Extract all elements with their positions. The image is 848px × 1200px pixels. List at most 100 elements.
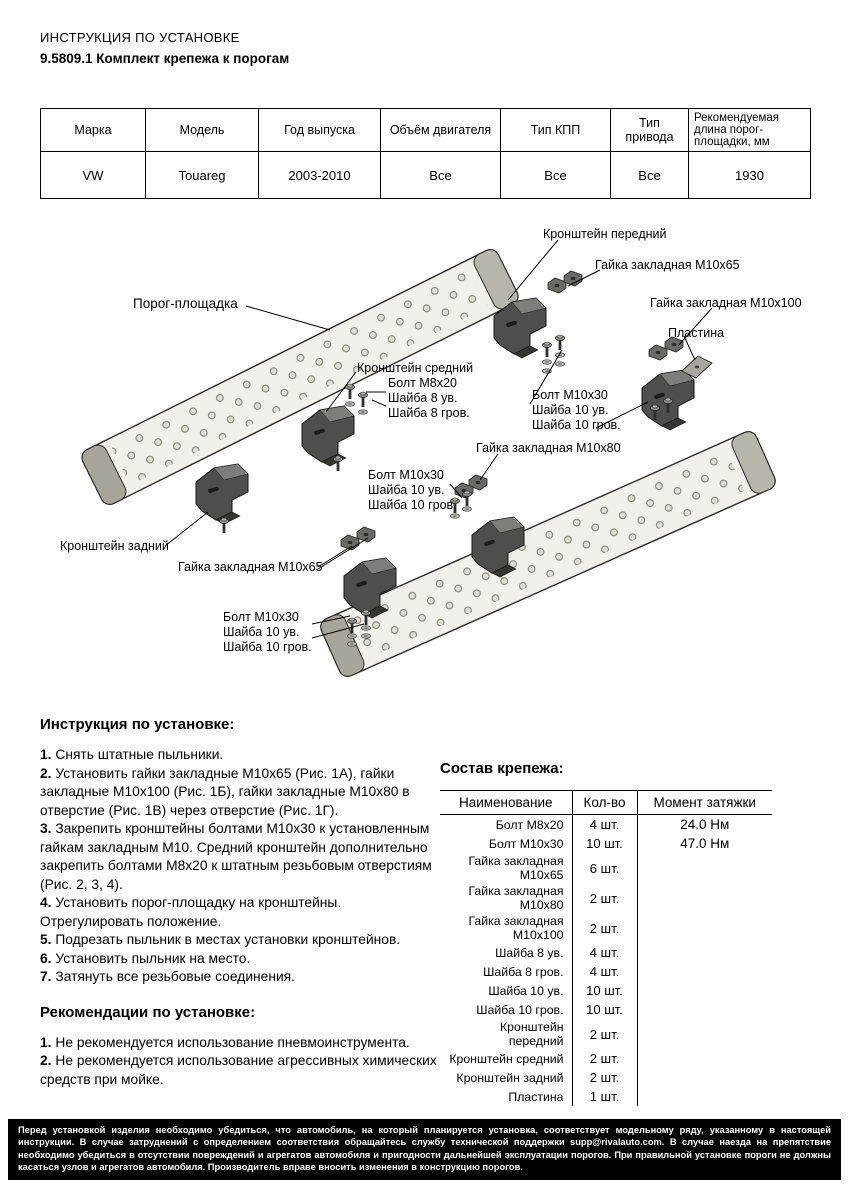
part-name: Шайба 10 ув. xyxy=(488,983,564,998)
spec-value-length: 1930 xyxy=(688,151,811,199)
label-clipnut-m10x65-front: Гайка закладная М10х65 xyxy=(595,258,740,272)
step-number: 6. xyxy=(40,950,52,966)
step-text: Затянуть все резьбовые соединения. xyxy=(55,969,295,984)
spec-value-drive: Все xyxy=(610,151,689,199)
label-plate: Пластина xyxy=(668,326,725,340)
washer-icon xyxy=(542,359,552,365)
bolt-icon xyxy=(542,341,552,358)
washer-icon xyxy=(361,633,371,639)
part-qty: 4 шт. xyxy=(571,943,637,962)
label-bracket-front: Кронштейн передний xyxy=(543,227,667,241)
part-torque xyxy=(636,1087,772,1106)
part-qty: 6 шт. xyxy=(571,853,637,883)
part-qty: 4 шт. xyxy=(571,962,637,981)
bolt-icon xyxy=(345,383,355,400)
spec-table: Марка Модель Год выпуска Объём двигателя… xyxy=(40,108,811,199)
part-name: Пластина xyxy=(508,1089,564,1104)
footer-note: Перед установкой изделия необходимо убед… xyxy=(8,1119,841,1180)
step-number: 1. xyxy=(40,1034,52,1050)
washer-icon xyxy=(345,401,355,407)
spec-header-row: Марка Модель Год выпуска Объём двигателя… xyxy=(40,108,811,152)
parts-table: Наименование Кол-во Момент затяжки Болт … xyxy=(440,790,772,1106)
part-qty: 10 шт. xyxy=(571,1000,637,1019)
instructions-section: Инструкция по установке: 1. Снять штатны… xyxy=(40,716,438,1089)
label-clipnut-m10x65-rear: Гайка закладная М10х65 xyxy=(178,560,323,574)
part-qty: 2 шт. xyxy=(571,1049,637,1068)
step-number: 7. xyxy=(40,969,52,984)
parts-title: Состав крепежа: xyxy=(440,760,564,777)
part-qty: 2 шт. xyxy=(571,883,637,913)
part-torque xyxy=(636,913,772,943)
doc-subtitle: 9.5809.1 Комплект крепежа к порогам xyxy=(40,51,290,66)
part-qty: 10 шт. xyxy=(571,834,637,853)
step-text: Закрепить кронштейны болтами М10х30 к ус… xyxy=(40,821,432,892)
step-text: Не рекомендуется использование агрессивн… xyxy=(40,1053,437,1087)
instruction-step: 7. Затянуть все резьбовые соединения. xyxy=(40,968,438,987)
spec-col-header-drive: Тип привода xyxy=(610,108,689,152)
spec-row: VW Touareg 2003-2010 Все Все Все 1930 xyxy=(40,151,811,199)
step-text: Установить порог-площадку на кронштейны.… xyxy=(40,895,342,929)
instruction-step: 6. Установить пыльник на место. xyxy=(40,950,438,969)
parts-header-row: Наименование Кол-во Момент затяжки xyxy=(440,790,772,815)
spec-col-header-engine: Объём двигателя xyxy=(380,108,501,152)
spec-value-year: 2003-2010 xyxy=(258,151,381,199)
parts-section: Состав крепежа: Наименование Кол-во Моме… xyxy=(440,760,778,1106)
diagram-drawing xyxy=(81,239,776,677)
label-bolt-m8x20-group: Болт М8х20 Шайба 8 ув. Шайба 8 гров. xyxy=(388,376,470,420)
label-bracket-rear: Кронштейн задний xyxy=(60,539,169,553)
spec-value-engine: Все xyxy=(380,151,501,199)
bolt-icon xyxy=(219,517,229,534)
label-clipnut-m10x80: Гайка закладная М10х80 xyxy=(476,441,621,455)
spec-col-header-length: Рекомендуемая длина порог-площадки, мм xyxy=(688,108,811,152)
spec-col-header-brand: Марка xyxy=(40,108,146,152)
washer-icon xyxy=(555,361,565,367)
instructions-title: Инструкция по установке: xyxy=(40,716,235,733)
bracket-middle-upper xyxy=(301,405,355,467)
part-name: Шайба 8 гров. xyxy=(483,964,564,979)
instruction-step: 4. Установить порог-площадку на кронштей… xyxy=(40,894,438,931)
part-torque xyxy=(636,1000,772,1019)
spec-value-brand: VW xyxy=(40,151,146,199)
parts-col-header-qty: Кол-во xyxy=(571,790,637,815)
bolt-icon xyxy=(358,391,368,408)
instruction-step: 2. Установить гайки закладные М10х65 (Ри… xyxy=(40,765,438,821)
recommendations-title: Рекомендации по установке: xyxy=(40,1003,256,1021)
part-qty: 4 шт. xyxy=(571,814,637,834)
washer-icon xyxy=(450,513,460,519)
washer-icon xyxy=(361,625,371,631)
step-text: Установить пыльник на место. xyxy=(55,950,251,966)
washer-icon xyxy=(358,409,368,415)
running-board-upper xyxy=(81,249,519,505)
part-torque xyxy=(636,883,772,913)
part-qty: 2 шт. xyxy=(571,913,637,943)
step-text: Подрезать пыльник в местах установки кро… xyxy=(55,932,401,947)
part-torque xyxy=(636,1049,772,1068)
running-board-lower xyxy=(320,431,776,677)
part-name: Болт М10х30 xyxy=(488,836,564,851)
part-torque xyxy=(636,943,772,962)
parts-col-header-torque: Момент затяжки xyxy=(636,790,772,815)
exploded-diagram: Кронштейн передний Гайка закладная М10х6… xyxy=(0,222,848,682)
step-text: Снять штатные пыльники. xyxy=(55,747,224,762)
part-torque: 47.0 Нм xyxy=(636,834,772,853)
part-torque xyxy=(636,962,772,981)
step-text: Не рекомендуется использование пневмоинс… xyxy=(55,1034,410,1050)
parts-row: Болт М10х30 10 шт.47.0 Нм xyxy=(440,834,772,853)
bolt-icon xyxy=(462,490,472,507)
part-name: Болт М8х20 xyxy=(495,817,564,832)
recommendation-item: 2. Не рекомендуется использование агресс… xyxy=(40,1052,438,1089)
doc-title: ИНСТРУКЦИЯ ПО УСТАНОВКЕ xyxy=(40,30,240,45)
part-qty: 2 шт. xyxy=(571,1068,637,1087)
parts-row: Шайба 10 ув.10 шт. xyxy=(440,981,772,1000)
step-number: 2. xyxy=(40,765,52,781)
label-bolt-m10x30-rear: Болт М10х30 Шайба 10 ув. Шайба 10 гров. xyxy=(223,610,312,654)
instruction-step: 5. Подрезать пыльник в местах установки … xyxy=(40,931,438,950)
step-number: 2. xyxy=(40,1053,52,1068)
